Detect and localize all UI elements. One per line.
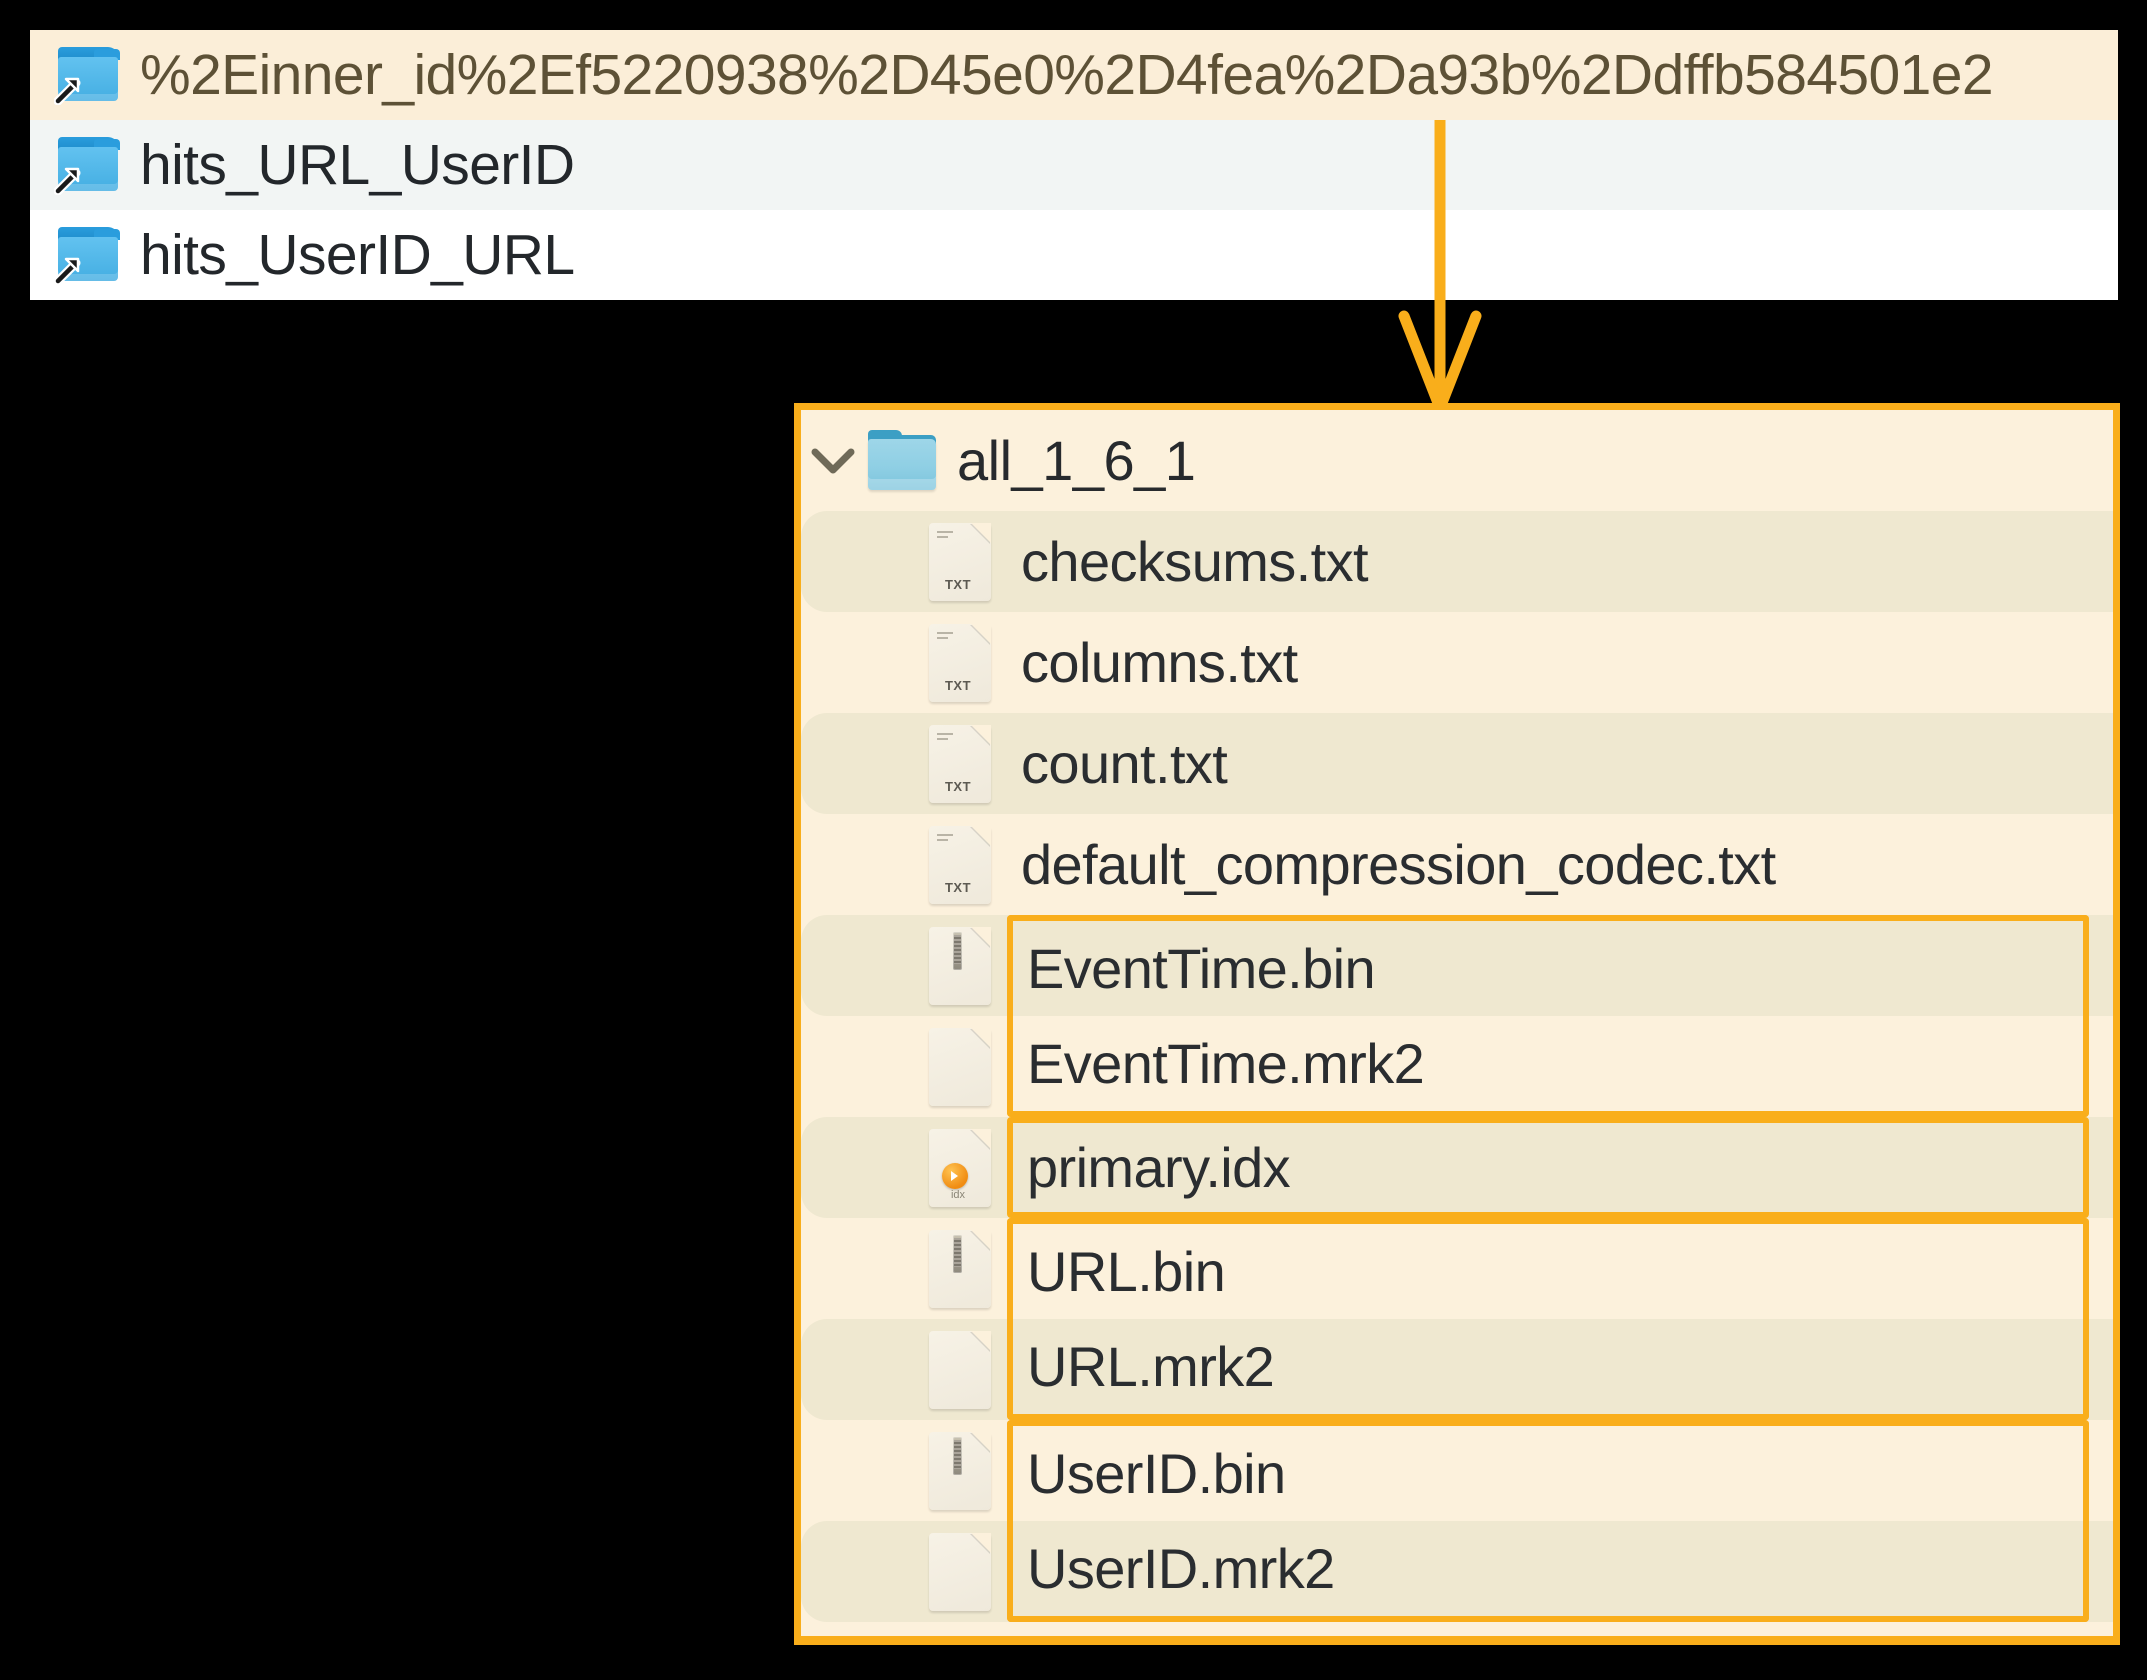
tree-file-row[interactable]: UserID.mrk2	[801, 1521, 2113, 1622]
tree-file-row[interactable]: EventTime.mrk2	[801, 1016, 2113, 1117]
file-tree: all_1_6_1 TXT checksums.txt	[801, 410, 2113, 1622]
tree-file-row[interactable]: idx primary.idx	[801, 1117, 2113, 1218]
file-name-container: checksums.txt	[1007, 511, 2089, 612]
file-name-label: primary.idx	[1027, 1136, 1291, 1199]
file-name-container-highlighted: primary.idx	[1007, 1117, 2089, 1218]
file-name-label: URL.bin	[1027, 1240, 1226, 1303]
file-name-label: default_compression_codec.txt	[1021, 833, 1776, 896]
txt-file-icon: TXT	[929, 825, 991, 904]
txt-file-icon: TXT	[929, 522, 991, 601]
file-name-container-highlighted: EventTime.mrk2	[1007, 1016, 2089, 1117]
folder-list-row[interactable]: hits_UserID_URL	[30, 210, 2118, 300]
blank-file-icon	[929, 1027, 991, 1106]
file-name-label: count.txt	[1021, 732, 1228, 795]
blank-file-icon	[929, 1532, 991, 1611]
binary-file-icon	[929, 926, 991, 1005]
tree-file-row[interactable]: TXT default_compression_codec.txt	[801, 814, 2113, 915]
folder-shortcut-icon	[54, 47, 124, 105]
tree-file-row[interactable]: TXT checksums.txt	[801, 511, 2113, 612]
folder-list-label: %2Einner_id%2Ef5220938%2D45e0%2D4fea%2Da…	[140, 42, 1994, 107]
txt-file-icon: TXT	[929, 623, 991, 702]
tree-file-row[interactable]: EventTime.bin	[801, 915, 2113, 1016]
folder-list-label: hits_UserID_URL	[140, 222, 575, 287]
file-name-label: UserID.bin	[1027, 1442, 1286, 1505]
file-name-container-highlighted: UserID.mrk2	[1007, 1521, 2089, 1622]
file-name-container-highlighted: UserID.bin	[1007, 1420, 2089, 1521]
folder-shortcut-icon	[54, 227, 124, 285]
tree-file-row[interactable]: TXT count.txt	[801, 713, 2113, 814]
file-name-label: UserID.mrk2	[1027, 1537, 1335, 1600]
file-name-container-highlighted: URL.bin	[1007, 1218, 2089, 1319]
file-name-label: EventTime.mrk2	[1027, 1032, 1425, 1095]
folder-name-label: all_1_6_1	[957, 429, 1196, 492]
index-file-icon: idx	[929, 1128, 991, 1207]
folder-icon	[865, 429, 943, 492]
file-name-container: default_compression_codec.txt	[1007, 814, 2089, 915]
tree-folder-row[interactable]: all_1_6_1	[801, 410, 2113, 511]
folder-list-panel: %2Einner_id%2Ef5220938%2D45e0%2D4fea%2Da…	[30, 30, 2118, 300]
arrow-down-icon	[1398, 114, 1482, 414]
tree-file-row[interactable]: UserID.bin	[801, 1420, 2113, 1521]
tree-file-row[interactable]: URL.bin	[801, 1218, 2113, 1319]
binary-file-icon	[929, 1431, 991, 1510]
file-name-label: EventTime.bin	[1027, 937, 1376, 1000]
file-name-container: count.txt	[1007, 713, 2089, 814]
file-name-container-highlighted: URL.mrk2	[1007, 1319, 2089, 1420]
shortcut-arrow-icon	[54, 167, 81, 195]
connector-arrow	[1380, 114, 1500, 420]
blank-file-icon	[929, 1330, 991, 1409]
file-name-label: columns.txt	[1021, 631, 1298, 694]
expanded-part-panel: all_1_6_1 TXT checksums.txt	[794, 403, 2120, 1645]
file-name-container: columns.txt	[1007, 612, 2089, 713]
file-name-container-highlighted: EventTime.bin	[1007, 915, 2089, 1016]
chevron-down-icon[interactable]	[801, 446, 865, 476]
folder-shortcut-icon	[54, 137, 124, 195]
tree-file-row[interactable]: TXT columns.txt	[801, 612, 2113, 713]
shortcut-arrow-icon	[54, 77, 81, 105]
file-name-label: URL.mrk2	[1027, 1335, 1275, 1398]
binary-file-icon	[929, 1229, 991, 1308]
file-name-label: checksums.txt	[1021, 530, 1369, 593]
folder-list-label: hits_URL_UserID	[140, 132, 575, 197]
tree-file-row[interactable]: URL.mrk2	[801, 1319, 2113, 1420]
txt-file-icon: TXT	[929, 724, 991, 803]
folder-list-row[interactable]: hits_URL_UserID	[30, 120, 2118, 210]
folder-list-row-selected[interactable]: %2Einner_id%2Ef5220938%2D45e0%2D4fea%2Da…	[30, 30, 2118, 120]
shortcut-arrow-icon	[54, 257, 81, 285]
